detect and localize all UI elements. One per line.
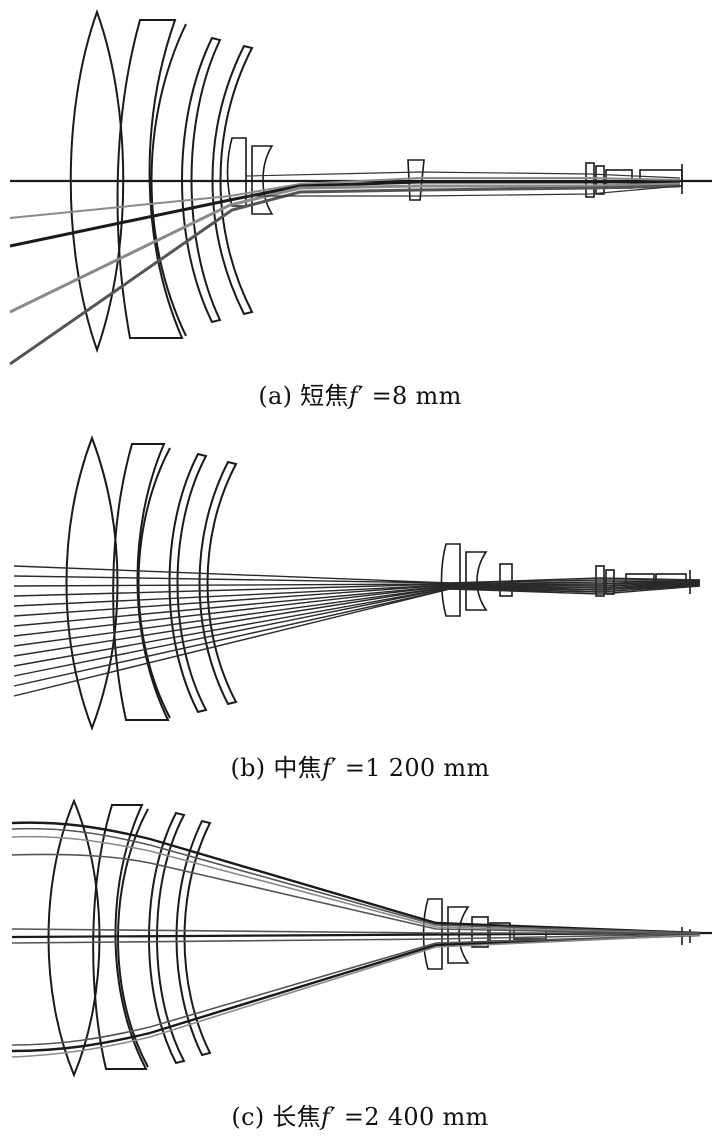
lens-element (168, 452, 208, 714)
caption-label: (a) 短焦 (258, 382, 349, 410)
lens-element (595, 165, 605, 195)
lens-element (137, 447, 171, 719)
lens-element (92, 804, 148, 1070)
caption-label: (b) 中焦 (230, 754, 322, 782)
lens-element (65, 435, 119, 731)
ray-bundle (11, 821, 701, 1058)
lens-element (211, 44, 254, 316)
lens-element (198, 460, 238, 706)
lens-element (251, 145, 274, 215)
caption-value: ′ =2 400 mm (330, 1103, 489, 1131)
panel-short-focus (0, 0, 720, 372)
lens-element (585, 162, 595, 198)
lens-element (116, 19, 184, 339)
optical-layout-medium-focus (13, 435, 701, 731)
ray-bundle (13, 565, 701, 697)
lens-element (499, 563, 513, 597)
caption-focal-symbol: f (322, 754, 332, 782)
caption-label: (c) 长焦 (231, 1103, 322, 1131)
lens-element (175, 819, 212, 1057)
lens-element (150, 23, 187, 337)
lens-element (69, 9, 125, 354)
caption-focal-symbol: f (321, 1103, 331, 1131)
caption-medium-focus: (b) 中焦f′ =1 200 mm (0, 748, 720, 783)
caption-focal-symbol: f (348, 382, 358, 410)
lens-element (595, 565, 605, 597)
lens-element (181, 36, 222, 324)
lens-element (148, 811, 186, 1065)
optical-layout-short-focus (9, 9, 712, 366)
optical-layout-long-focus (11, 798, 713, 1078)
lens-element (471, 916, 489, 948)
lens-element (47, 798, 101, 1078)
caption-value: ′ =1 200 mm (331, 754, 490, 782)
caption-value: ′ =8 mm (357, 382, 462, 410)
lens-element (465, 551, 488, 611)
caption-short-focus: (a) 短焦f′ =8 mm (0, 376, 720, 411)
ray-bundle (9, 171, 681, 366)
lens-element (440, 543, 461, 617)
panel-medium-focus (0, 428, 720, 738)
caption-long-focus: (c) 长焦f′ =2 400 mm (0, 1097, 720, 1132)
lens-element (112, 443, 170, 721)
panel-long-focus (0, 793, 720, 1083)
